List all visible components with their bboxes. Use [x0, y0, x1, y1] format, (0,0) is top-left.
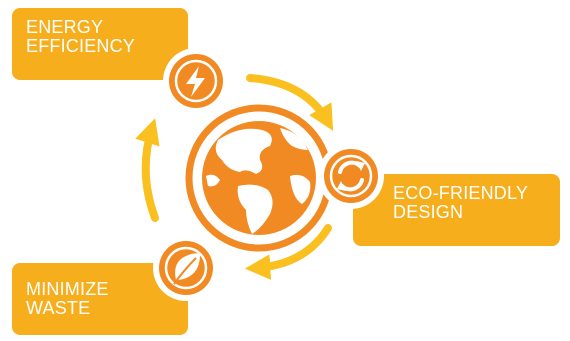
arrow-eco-to-waste: [244, 224, 332, 280]
arrow-energy-to-eco: [246, 74, 334, 131]
waste-label-line2: WASTE: [26, 298, 91, 318]
recycle-arrows-icon: [318, 143, 384, 209]
arrow-waste-to-energy: [135, 118, 160, 222]
energy-label-line1: ENERGY: [26, 17, 104, 37]
eco-friendly-design-label: ECO-FRIENDLY DESIGN: [353, 174, 560, 246]
globe-icon: [185, 104, 333, 252]
waste-label-line1: MINIMIZE: [26, 279, 109, 299]
eco-label-line1: ECO-FRIENDLY: [393, 183, 529, 203]
leaf-icon: [153, 235, 219, 301]
eco-label-line2: DESIGN: [393, 202, 464, 222]
energy-label-line2: EFFICIENCY: [26, 36, 136, 56]
energy-efficiency-label: ENERGY EFFICIENCY: [12, 8, 188, 80]
lightning-bolt-icon: [163, 48, 229, 114]
